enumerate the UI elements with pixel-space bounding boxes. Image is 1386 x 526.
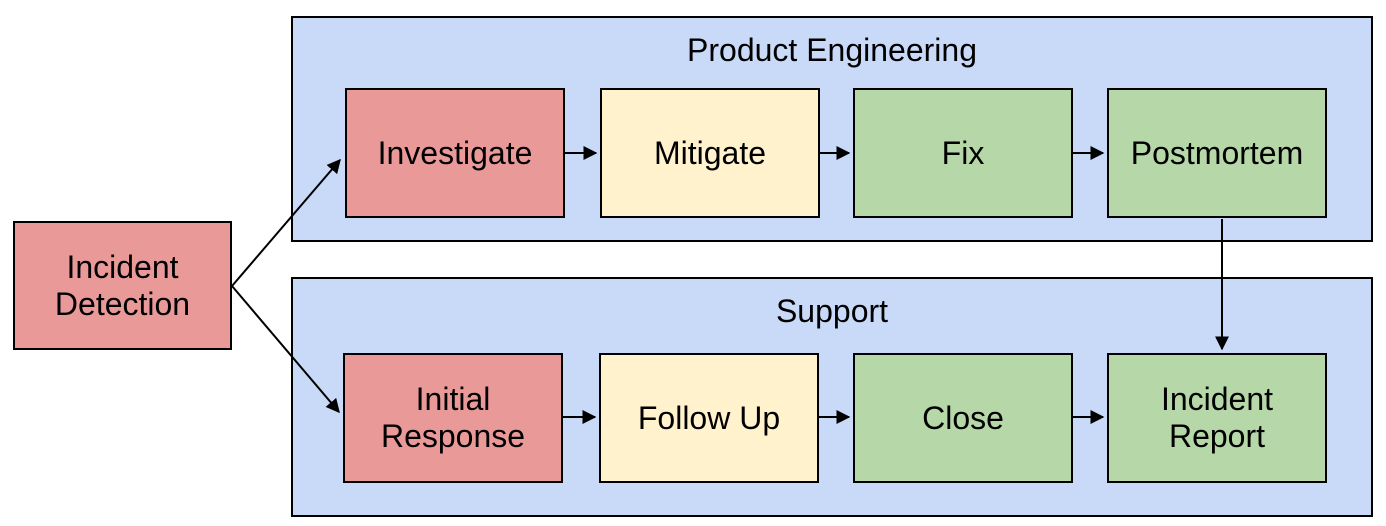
node-mitigate: Mitigate [600,88,820,218]
node-incident-report-label: Incident Report [1160,381,1274,454]
node-fix-label: Fix [941,134,985,171]
node-incident-report: Incident Report [1107,353,1327,483]
node-follow-up-label: Follow Up [637,399,781,436]
lane-product-engineering: Product Engineering Investigate Mitigate… [291,16,1373,242]
node-postmortem-label: Postmortem [1130,134,1304,171]
node-fix: Fix [853,88,1073,218]
node-incident-detection: Incident Detection [13,221,232,350]
lane-support-title: Support [775,293,889,329]
node-initial-response-label: Initial Response [380,381,526,454]
node-close: Close [853,353,1073,483]
node-initial-response: Initial Response [343,353,563,483]
node-follow-up: Follow Up [599,353,819,483]
node-investigate: Investigate [345,88,565,218]
lane-product-engineering-title: Product Engineering [687,32,977,68]
node-postmortem: Postmortem [1107,88,1327,218]
node-close-label: Close [922,399,1004,436]
node-mitigate-label: Mitigate [653,134,767,171]
node-incident-detection-label: Incident Detection [54,248,191,322]
node-investigate-label: Investigate [377,134,533,171]
lane-support: Support Initial Response Follow Up Close… [291,277,1373,517]
